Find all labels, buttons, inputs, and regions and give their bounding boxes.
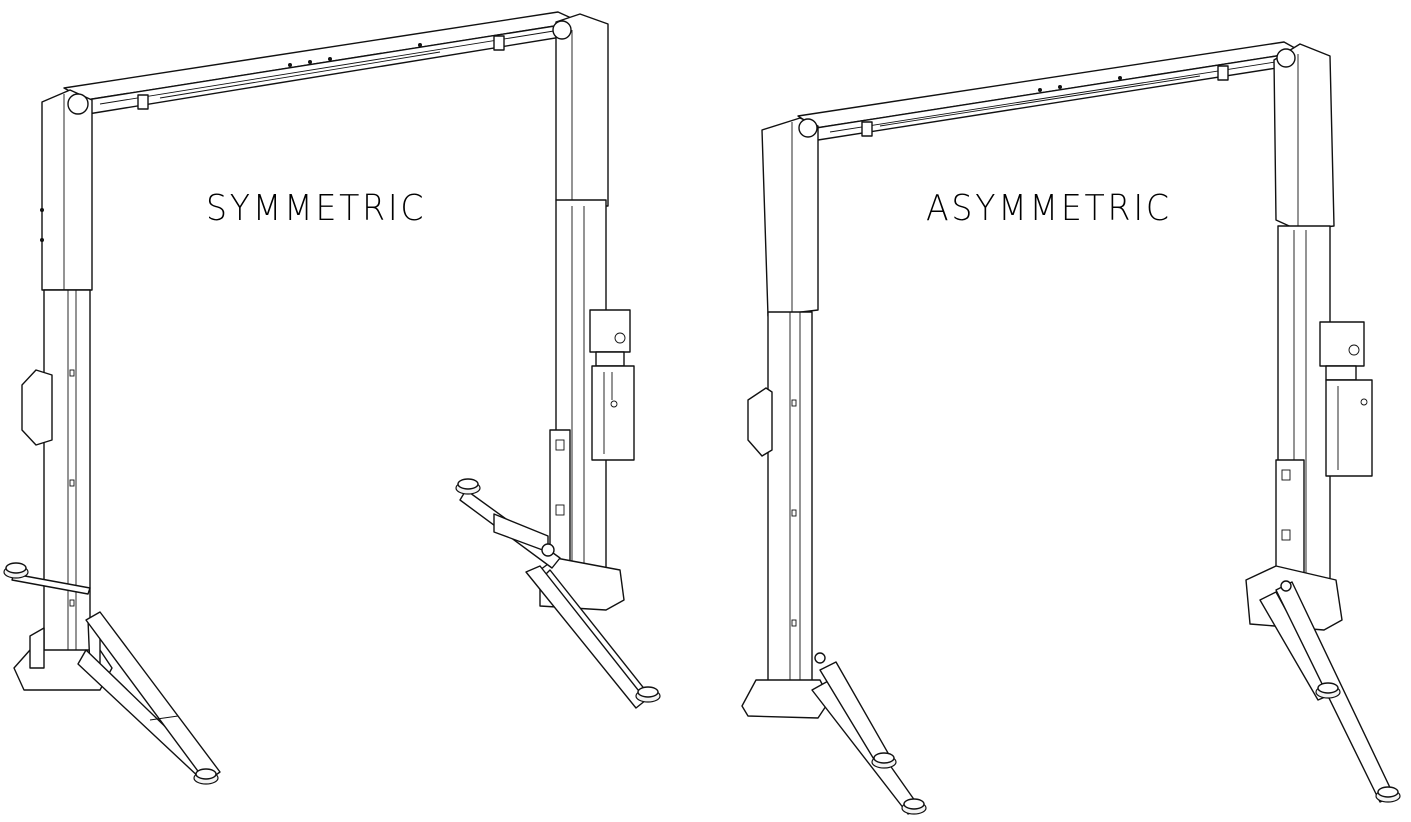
symmetric-left-column xyxy=(13,89,113,691)
asymmetric-left-arms xyxy=(811,652,927,815)
symmetric-right-column xyxy=(539,13,635,611)
asymmetric-right-arms xyxy=(1259,580,1401,803)
symmetric-left-arms xyxy=(3,562,221,785)
symmetric-power-unit xyxy=(589,309,635,461)
symmetric-overhead-beam xyxy=(63,11,581,115)
asymmetric-power-unit xyxy=(1319,321,1373,477)
symmetric-right-arms xyxy=(455,478,661,709)
asymmetric-lift xyxy=(741,41,1401,815)
asymmetric-right-column xyxy=(1245,43,1373,631)
symmetric-label: SYMMETRIC xyxy=(206,188,427,229)
asymmetric-overhead-beam xyxy=(797,41,1303,141)
asymmetric-label: ASYMMETRIC xyxy=(926,188,1172,229)
symmetric-lift xyxy=(3,11,661,785)
asymmetric-left-column xyxy=(741,117,831,719)
